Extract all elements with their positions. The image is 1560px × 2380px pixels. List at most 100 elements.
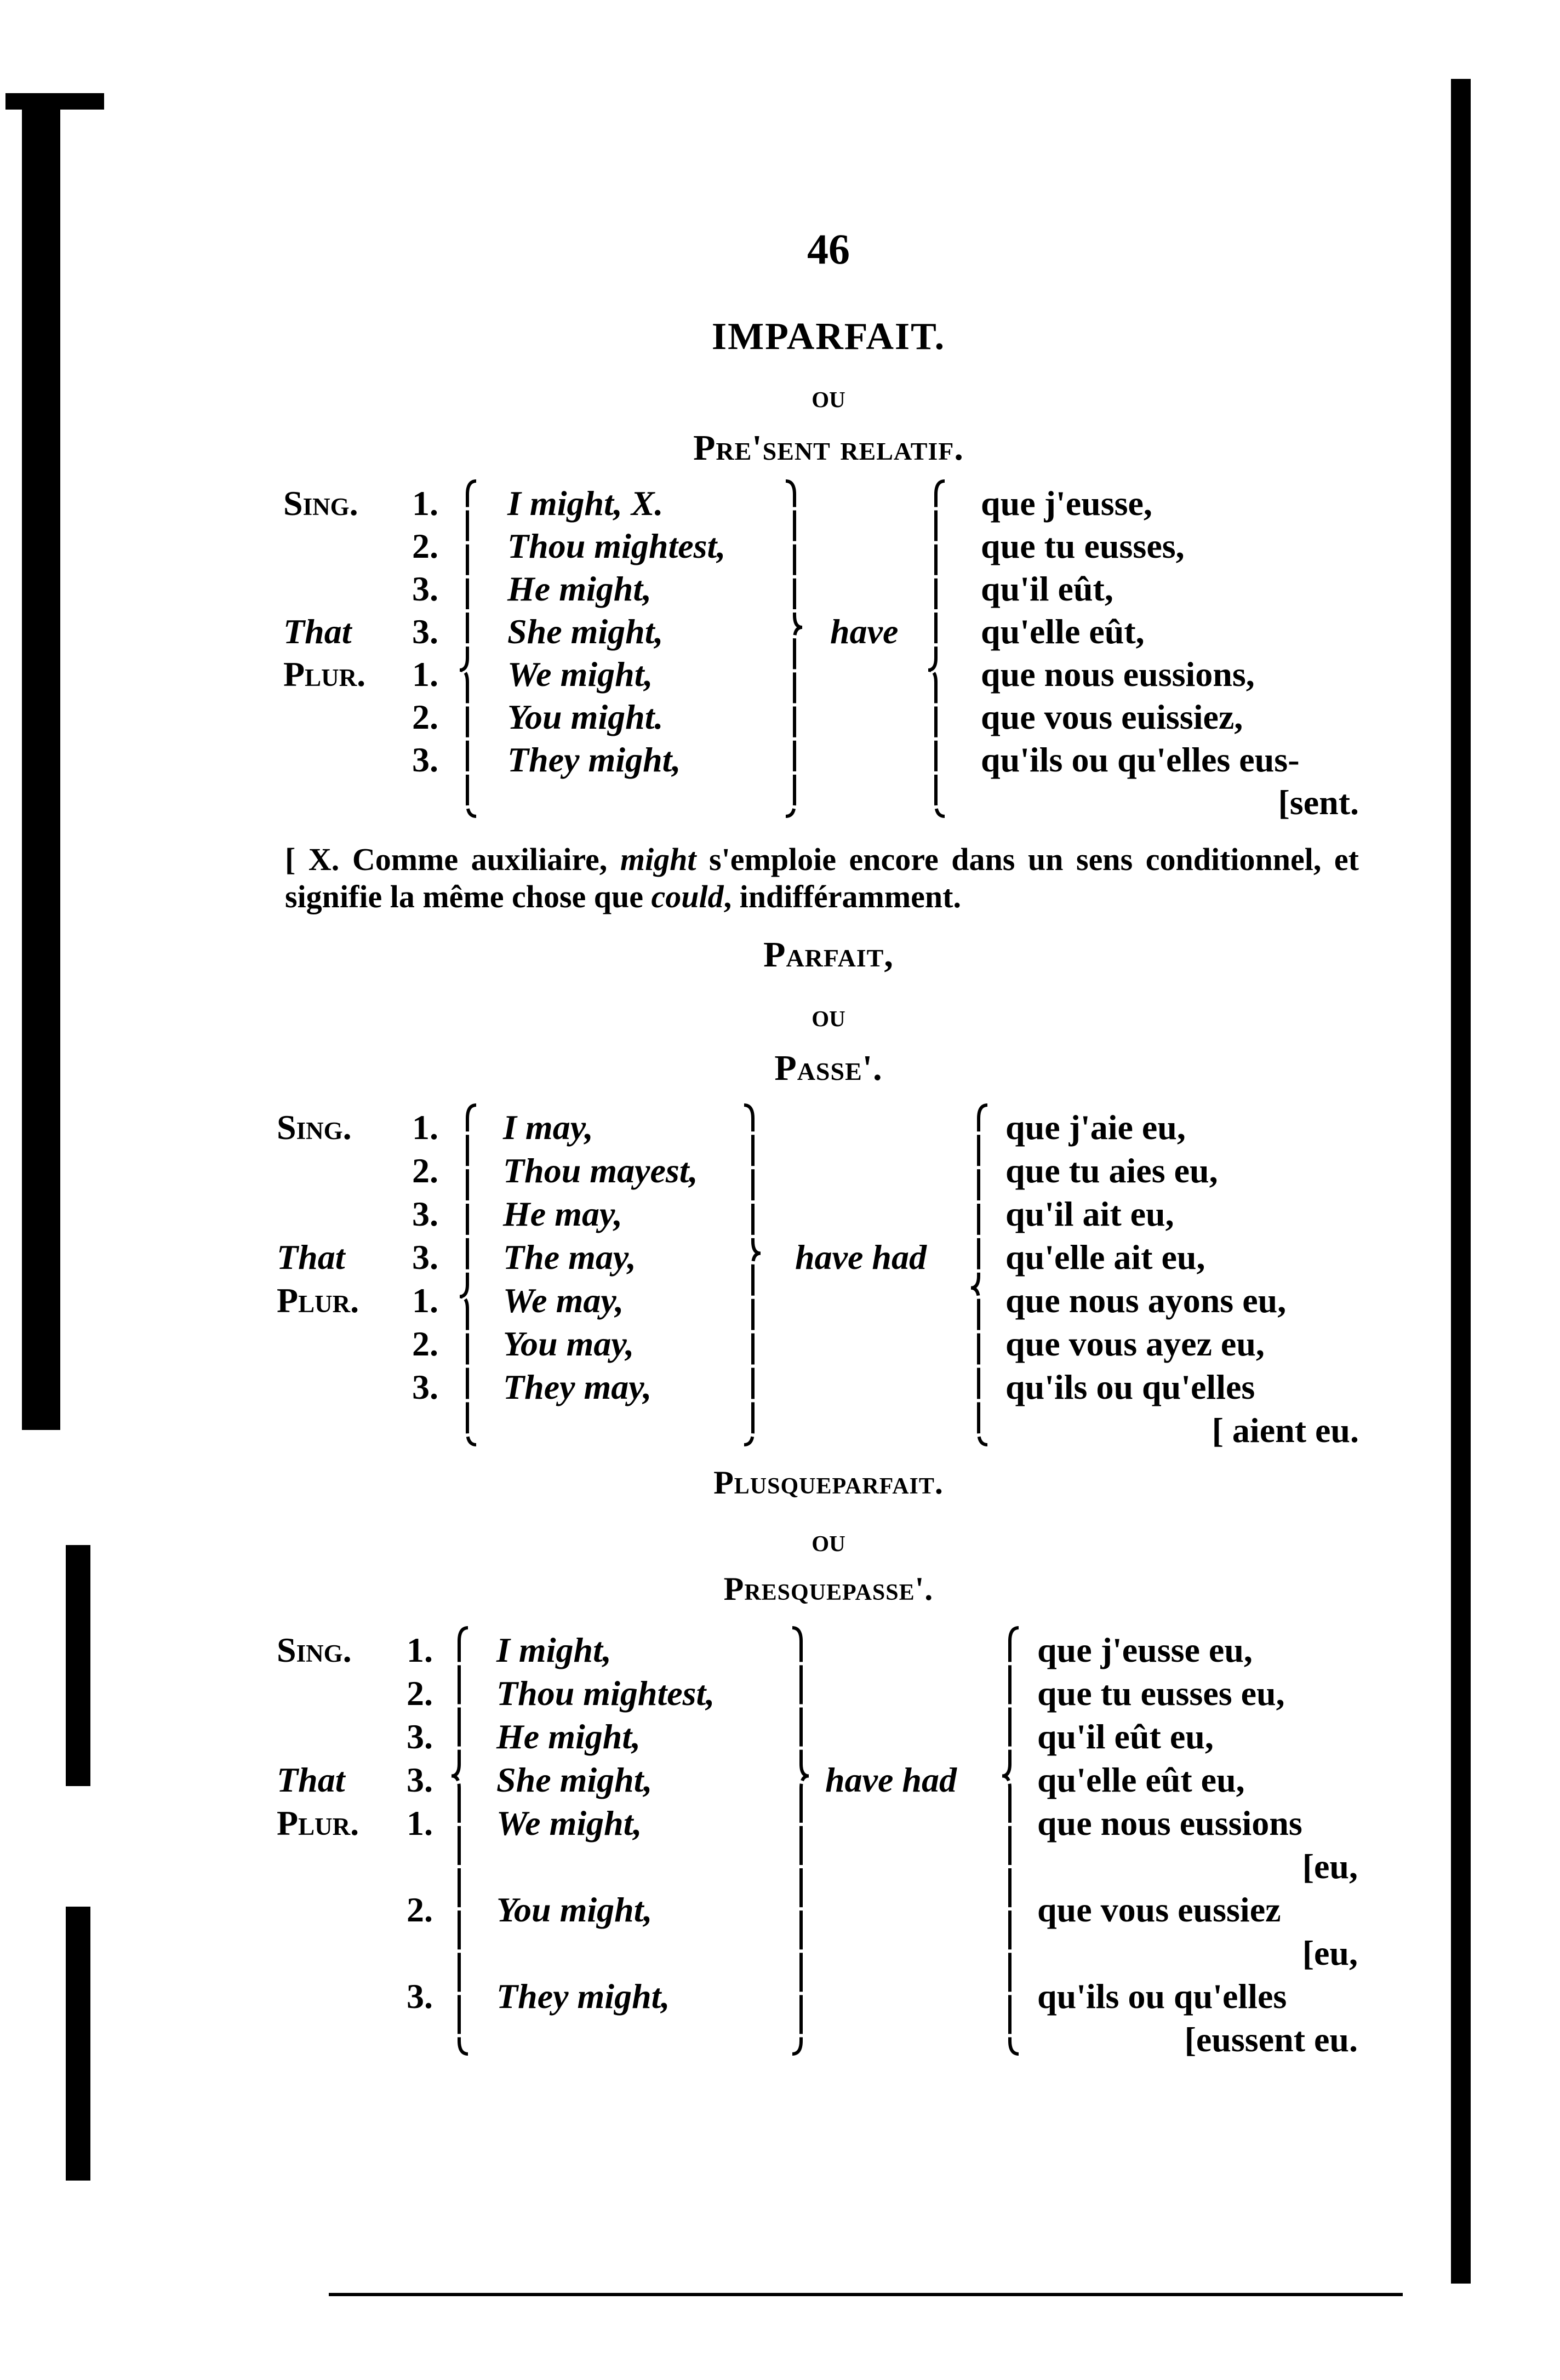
french-form: que vous ayez eu, bbox=[1005, 1324, 1265, 1363]
person-label: That bbox=[277, 1760, 345, 1799]
french-form: [eussent eu. bbox=[1184, 2020, 1358, 2059]
auxiliary-label: have bbox=[830, 612, 899, 651]
french-form: qu'ils ou qu'elles bbox=[1005, 1368, 1255, 1406]
french-form: [eu, bbox=[1302, 1847, 1358, 1886]
left-brace-icon bbox=[459, 1103, 477, 1446]
scan-border-left-bottom bbox=[66, 1907, 90, 2181]
note-text: s'emploie encore dans un sens conditionn… bbox=[285, 842, 1359, 914]
person-label: Plur. bbox=[277, 1804, 359, 1843]
heading-presquepasse: Presquepasse'. bbox=[723, 1571, 934, 1607]
right-brace-icon bbox=[792, 1626, 809, 2056]
english-form: He might, bbox=[507, 569, 652, 608]
english-form: You might. bbox=[507, 697, 664, 736]
heading-or-1: ou bbox=[812, 379, 845, 414]
person-number: 1. bbox=[407, 1630, 433, 1669]
french-form: qu'elle eût eu, bbox=[1037, 1760, 1245, 1799]
person-number: 1. bbox=[412, 1281, 438, 1320]
note-emphasis: might bbox=[620, 842, 696, 877]
person-number: 3. bbox=[412, 1194, 438, 1233]
person-number: 2. bbox=[412, 1324, 438, 1363]
page-number: 46 bbox=[807, 225, 850, 273]
right-brace-icon bbox=[744, 1103, 761, 1446]
french-form: que vous eussiez bbox=[1037, 1890, 1281, 1929]
note-text: , indifféramment. bbox=[723, 879, 961, 914]
person-number: 2. bbox=[412, 527, 438, 565]
english-form: She might, bbox=[496, 1760, 653, 1799]
french-form: qu'elle ait eu, bbox=[1005, 1238, 1205, 1277]
french-form: que nous eussions, bbox=[981, 655, 1255, 694]
auxiliary-label: have had bbox=[825, 1760, 957, 1799]
french-form: que j'eusse eu, bbox=[1037, 1630, 1253, 1669]
scan-border-right bbox=[1451, 79, 1471, 2284]
left-brace-icon bbox=[451, 1626, 468, 2056]
person-number: 1. bbox=[407, 1804, 433, 1843]
french-form: [eu, bbox=[1302, 1933, 1358, 1972]
english-form: I might, bbox=[496, 1630, 612, 1669]
person-number: 1. bbox=[412, 1108, 438, 1147]
french-form: qu'ils ou qu'elles eus- bbox=[981, 740, 1300, 779]
scan-border-left bbox=[22, 93, 60, 1430]
left-brace-icon bbox=[459, 479, 477, 818]
note-text: [ X. Comme auxiliaire, bbox=[285, 842, 620, 877]
person-number: 3. bbox=[412, 1368, 438, 1406]
french-form: que tu eusses, bbox=[981, 527, 1185, 565]
person-number: 1. bbox=[412, 484, 438, 523]
english-form: We might, bbox=[496, 1804, 642, 1843]
english-form: He may, bbox=[503, 1194, 622, 1233]
french-form: [sent. bbox=[1278, 783, 1359, 822]
french-form: [ aient eu. bbox=[1212, 1411, 1359, 1450]
person-label: Plur. bbox=[277, 1281, 359, 1320]
english-form: They might, bbox=[496, 1977, 670, 2016]
person-label: Sing. bbox=[277, 1108, 352, 1147]
right-brace-icon bbox=[785, 479, 803, 818]
english-form: She might, bbox=[507, 612, 664, 651]
french-form: qu'elle eût, bbox=[981, 612, 1145, 651]
french-form: que j'eusse, bbox=[981, 484, 1152, 523]
french-form: que j'aie eu, bbox=[1005, 1108, 1186, 1147]
heading-present-relatif: Pre'sent relatif. bbox=[693, 428, 964, 468]
french-form: que tu aies eu, bbox=[1005, 1151, 1218, 1190]
person-number: 2. bbox=[412, 1151, 438, 1190]
french-form: qu'il eût eu, bbox=[1037, 1717, 1214, 1756]
person-label: That bbox=[277, 1238, 345, 1277]
person-label: Sing. bbox=[283, 484, 358, 523]
english-form: Thou mightest, bbox=[507, 527, 726, 565]
french-form: qu'il eût, bbox=[981, 569, 1113, 608]
person-number: 3. bbox=[412, 612, 438, 651]
english-form: Thou mightest, bbox=[496, 1674, 715, 1713]
english-form: I may, bbox=[503, 1108, 593, 1147]
person-number: 3. bbox=[407, 1977, 433, 2016]
scan-border-left-lower bbox=[66, 1545, 90, 1786]
english-form: They may, bbox=[503, 1368, 652, 1406]
english-form: We may, bbox=[503, 1281, 624, 1320]
french-form: que tu eusses eu, bbox=[1037, 1674, 1285, 1713]
person-label: Sing. bbox=[277, 1630, 352, 1669]
english-form: He might, bbox=[496, 1717, 641, 1756]
person-label: Plur. bbox=[283, 655, 366, 694]
french-form: qu'ils ou qu'elles bbox=[1037, 1977, 1287, 2016]
person-number: 2. bbox=[412, 697, 438, 736]
french-brace-icon bbox=[970, 1103, 988, 1446]
french-form: que nous ayons eu, bbox=[1005, 1281, 1287, 1320]
heading-or-3: ou bbox=[812, 1523, 845, 1558]
heading-plusqueparfait: Plusqueparfait. bbox=[713, 1464, 944, 1501]
english-form: Thou mayest, bbox=[503, 1151, 698, 1190]
person-label: That bbox=[283, 612, 352, 651]
scan-border-top-left bbox=[5, 93, 104, 110]
heading-or-2: ou bbox=[812, 998, 845, 1033]
person-number: 3. bbox=[407, 1760, 433, 1799]
person-number: 3. bbox=[412, 569, 438, 608]
person-number: 1. bbox=[412, 655, 438, 694]
french-brace-icon bbox=[1002, 1626, 1019, 2056]
english-form: We might, bbox=[507, 655, 653, 694]
english-form: You may, bbox=[503, 1324, 635, 1363]
french-form: que nous eussions bbox=[1037, 1804, 1302, 1843]
english-form: You might, bbox=[496, 1890, 653, 1929]
english-form: The may, bbox=[503, 1238, 636, 1277]
person-number: 3. bbox=[412, 740, 438, 779]
person-number: 3. bbox=[407, 1717, 433, 1756]
person-number: 2. bbox=[407, 1674, 433, 1713]
french-form: que vous euissiez, bbox=[981, 697, 1243, 736]
scan-border-bottom bbox=[329, 2293, 1403, 2296]
footnote: [ X. Comme auxiliaire, might s'emploie e… bbox=[285, 841, 1359, 916]
